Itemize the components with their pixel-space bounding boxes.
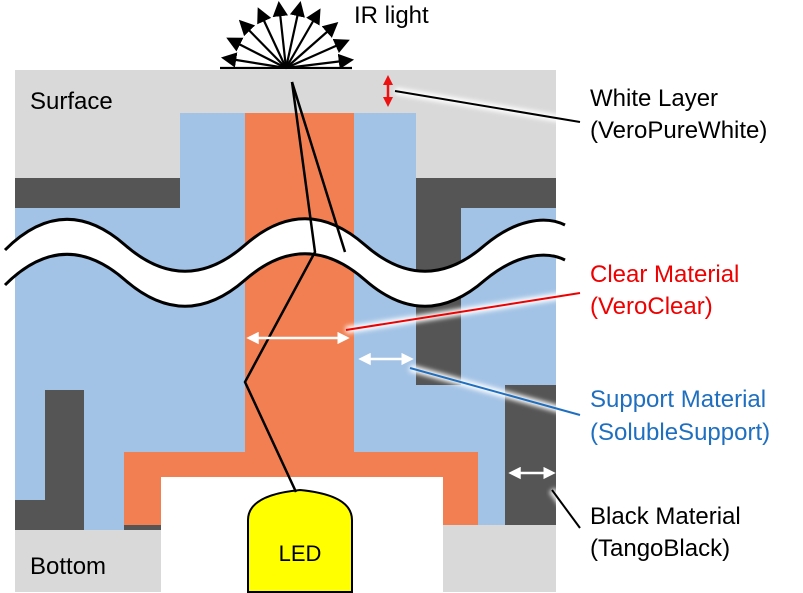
clear-material-core [124, 113, 478, 525]
break-line-top [3, 217, 566, 273]
light-ray [243, 81, 317, 493]
leader-black-material [551, 489, 581, 529]
break-band [5, 218, 565, 307]
legend-support-material-line1: Support Material [590, 386, 766, 413]
surface-label: Surface [30, 88, 113, 115]
leader-clear-material [345, 292, 581, 331]
legend-clear-material-line2: (VeroClear) [590, 293, 713, 320]
legend: White Layer (VeroPureWhite) Clear Materi… [590, 85, 770, 562]
leader-lines [345, 87, 583, 531]
bottom-left-ledge [15, 530, 161, 592]
led-shape [247, 488, 353, 593]
break-line-bottom [3, 252, 566, 308]
support-lower-right [416, 385, 505, 525]
bottom-label: Bottom [30, 553, 106, 580]
ir-emission-fan [220, 0, 355, 70]
left-outer-support [15, 208, 45, 500]
legend-support-material-line2: (SolubleSupport) [590, 419, 770, 446]
light-ray-upper [290, 81, 347, 253]
left-black-edge [15, 390, 84, 530]
legend-white-layer-line2: (VeroPureWhite) [590, 117, 767, 144]
led-label: LED [279, 541, 322, 566]
leader-white-layer [394, 90, 581, 123]
legend-white-layer-line1: White Layer [590, 85, 718, 112]
bottom-right-ledge [443, 525, 556, 592]
right-lower-black [505, 385, 556, 525]
legend-black-material-line2: (TangoBlack) [590, 535, 730, 562]
legend-black-material-line1: Black Material [590, 503, 741, 530]
legend-clear-material-line1: Clear Material [590, 261, 739, 288]
leader-support-material [409, 367, 581, 416]
ir-light-label: IR light [354, 2, 429, 29]
